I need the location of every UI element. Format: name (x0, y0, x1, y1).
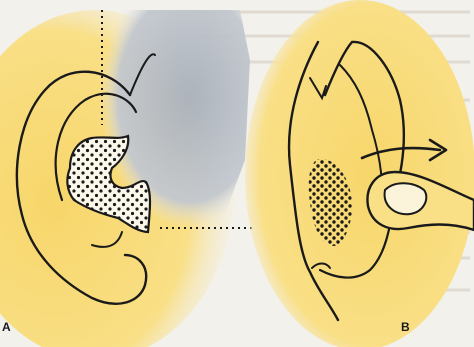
panel-b-skin-wash (245, 0, 474, 347)
panel-b-fingernail (385, 183, 427, 214)
panel-b-illustration (245, 0, 474, 347)
panel-b-label: B (401, 320, 410, 334)
panel-a-illustration (0, 10, 255, 347)
panel-a-label: A (2, 320, 11, 334)
